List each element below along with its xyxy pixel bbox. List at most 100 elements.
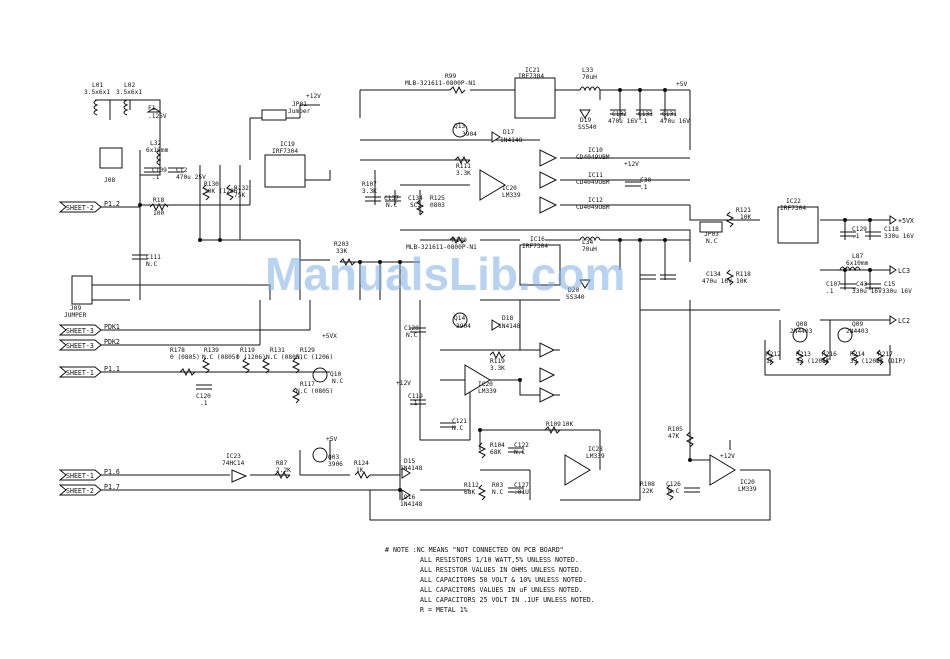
label-r119: R119 [490, 358, 505, 365]
label-j09: J09 [70, 305, 81, 312]
label-ic23-part: 74HC14 [222, 460, 245, 467]
label-d18-val: 1N4148 [498, 323, 521, 330]
label-r118-val: 10K [736, 278, 747, 285]
connector-sheet3-pdk1-pin: PDK1 [104, 323, 120, 331]
note-line-7: R = METAL 1% [420, 606, 468, 614]
label-jp01-val: Jumper [288, 108, 311, 115]
label-c111: C111 [146, 254, 161, 261]
label-f1-val: .125V [148, 113, 167, 120]
label-l02: L02 [124, 82, 135, 89]
label-q13-val: 3904 [462, 131, 477, 138]
label-c119: C119 [408, 393, 423, 400]
label-r214: R214 [850, 351, 865, 358]
jp01-box [261, 109, 287, 121]
label-r119b-val: 0 (1206) [236, 354, 266, 361]
label-ic22: IC22 [786, 198, 801, 205]
output-connectors: +5VX LC3 LC2 [889, 215, 914, 325]
label-r109-val: 10K [562, 421, 573, 428]
label-c43-val: 330u 16V [852, 288, 882, 295]
label-c30: C30 [640, 177, 651, 184]
watermark: ManualsLib.com [265, 248, 625, 300]
label-j08: J08 [104, 177, 115, 184]
label-r111: R111 [456, 163, 471, 170]
label-jp03-val: N.C [706, 238, 717, 245]
label-r139-val: N.C (0805) [202, 354, 239, 361]
label-r140-val: MLB-321611-0800P-N1 [406, 244, 477, 251]
output-lc3-label: LC3 [898, 267, 910, 275]
component-labels: L01 3.5x6x1 L02 3.5x6x1 F1 .125V J08 L32… [64, 67, 914, 508]
connector-sheet2-p17-label: SHEET-2 [66, 487, 94, 495]
connector-sheet2-p12-pin: P1.2 [104, 200, 120, 208]
label-l32-val: 6x10mm [146, 147, 169, 154]
label-r109: R109 [546, 421, 561, 428]
label-c107: C107 [826, 281, 841, 288]
inductors [93, 86, 861, 272]
label-ic19-part: IRF7304 [272, 148, 298, 155]
connector-sheet2-p17 [58, 484, 102, 496]
label-r99-val: MLB-321611-0800P-N1 [405, 80, 476, 87]
label-c134b: C134 [706, 271, 721, 278]
note-line-5: ALL CAPACITORS VALUES IN uF UNLESS NOTED… [420, 586, 583, 594]
label-d20: D20 [568, 287, 579, 294]
label-ic12-part: CD4049UBM [576, 204, 610, 211]
label-l33: L33 [582, 67, 593, 74]
semiconductors [146, 107, 853, 501]
label-r108-val: 22K [642, 488, 653, 495]
label-r129: R129 [300, 347, 315, 354]
label-r178: R178 [170, 347, 185, 354]
label-v12-mid: +12V [624, 161, 639, 168]
label-l34: L34 [582, 239, 593, 246]
capacitors [132, 109, 881, 493]
label-r105-val: 47K [668, 433, 679, 440]
label-l01-val: 3.5x6x1 [84, 89, 110, 96]
jp03-box [699, 221, 723, 233]
label-ic20a-part: LM339 [502, 192, 521, 199]
label-ic21: IC21 [525, 67, 540, 74]
label-r111-val: 3.3K [456, 170, 471, 177]
label-r140: R140 [452, 237, 467, 244]
label-ic11-part: CD4049UBM [576, 179, 610, 186]
note-line-1: # NOTE :NC MEANS "NOT CONNECTED ON PCB B… [385, 546, 564, 554]
label-r03-val: N.C [492, 489, 503, 496]
label-ic28-part: LM339 [586, 453, 605, 460]
label-r131: R131 [270, 347, 285, 354]
connector-sheet1-p16-label: SHEET-1 [66, 472, 94, 480]
label-c122-val: N.C [514, 449, 525, 456]
connector-sheet1-p16 [58, 469, 102, 481]
j08-box [99, 147, 123, 169]
label-r178-val: 0 (0805) [170, 354, 200, 361]
label-r131-val: N.C (0805) [266, 354, 303, 361]
label-r125-val: 0803 [430, 202, 445, 209]
label-c127-val: .01U [514, 489, 529, 496]
label-r125: R125 [430, 195, 445, 202]
label-c134: C134 [408, 195, 423, 202]
label-v5vx: +5VX [322, 333, 337, 340]
label-c120: C120 [196, 393, 211, 400]
label-q03-val: 3906 [328, 461, 343, 468]
label-ic20b: IC20 [478, 381, 493, 388]
label-r107: R107 [362, 181, 377, 188]
ic22-box [777, 206, 819, 244]
note-line-2: ALL RESISTORS 1/10 WATT,5% UNLESS NOTED. [420, 556, 579, 564]
note-line-4: ALL CAPACITORS 50 VOLT & 10% UNLESS NOTE… [420, 576, 587, 584]
ic19-box [264, 154, 306, 188]
label-d15: D15 [404, 458, 415, 465]
label-r117: R117 [300, 381, 315, 388]
resistors [149, 85, 885, 501]
connector-sheet1-p16-pin: P1.6 [104, 468, 120, 476]
label-q10-val: N.C [332, 378, 343, 385]
label-r216-val: 1K [822, 358, 830, 365]
connector-sheet3-pdk2-label: SHEET-3 [66, 342, 94, 350]
label-r213: R213 [796, 351, 811, 358]
label-c109-val: .1 [152, 174, 160, 181]
label-d18: D18 [502, 315, 513, 322]
label-d17-val: 1N4148 [500, 137, 523, 144]
sheet-connectors: SHEET-2 P1.2 SHEET-3 PDK1 SHEET-3 PDK2 S… [58, 200, 120, 496]
label-r112: R112 [464, 482, 479, 489]
label-c131-val: 470u 16V [660, 118, 690, 125]
label-c121-val: N.C [452, 425, 463, 432]
label-r203-val: 33K [336, 248, 347, 255]
label-r121: R121 [736, 207, 751, 214]
label-v12-br: +12V [720, 453, 735, 460]
